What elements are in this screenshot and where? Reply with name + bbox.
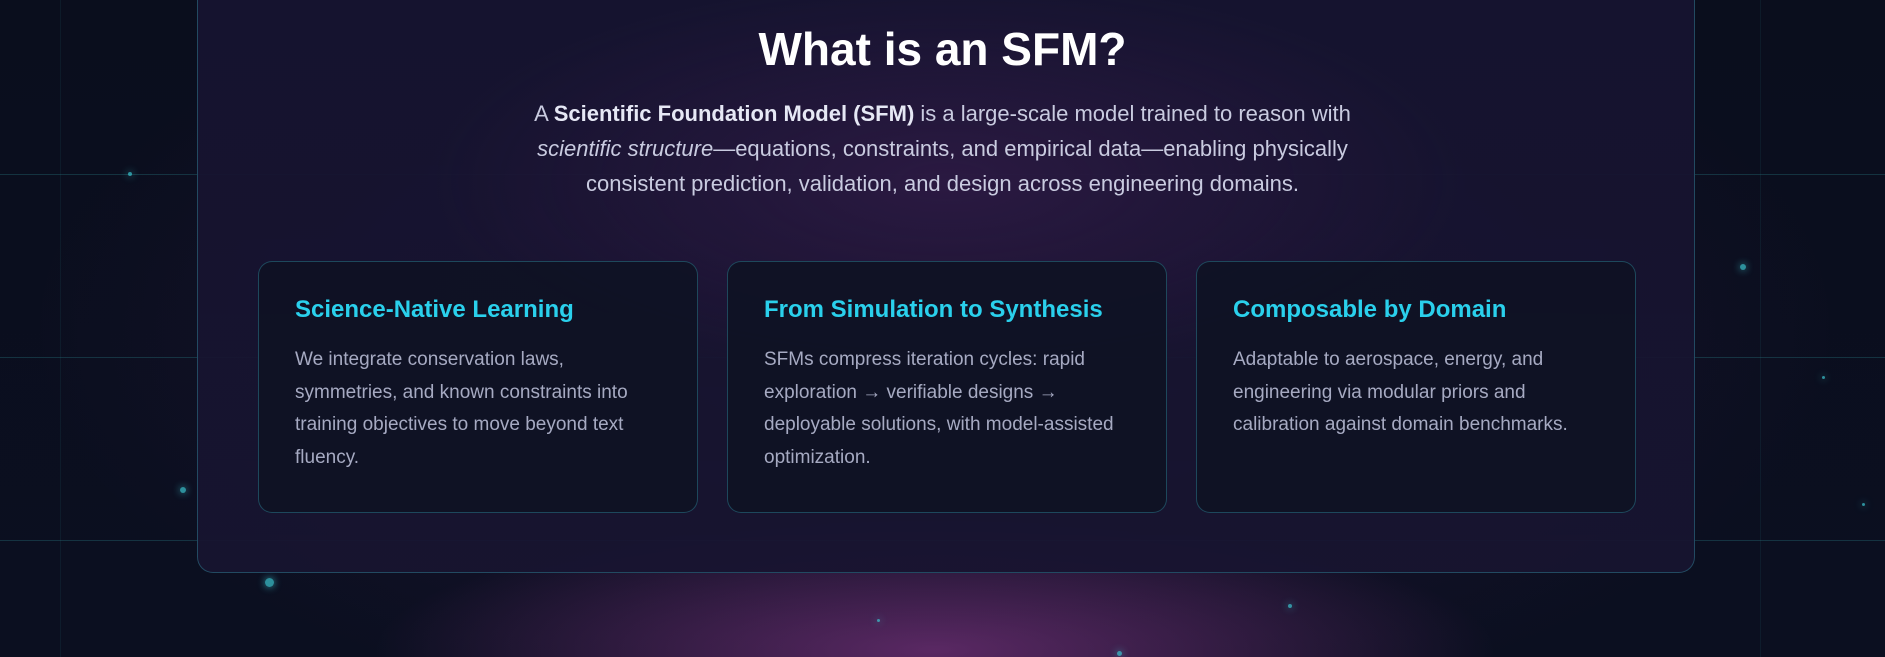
feature-card-simulation-synthesis: From Simulation to Synthesis SFMs compre… <box>727 261 1167 513</box>
network-node <box>1117 651 1122 656</box>
intro-emphasis: scientific structure <box>537 136 714 161</box>
feature-card-body: We integrate conservation laws, symmetri… <box>295 349 628 468</box>
network-node <box>180 487 186 493</box>
intro-lead: A <box>534 101 554 126</box>
feature-card-title: From Simulation to Synthesis <box>764 296 1103 323</box>
page-title: What is an SFM? <box>758 23 1127 75</box>
network-node <box>1862 503 1865 506</box>
intro-term: Scientific Foundation Model (SFM) <box>553 101 915 126</box>
feature-card-title: Composable by Domain <box>1233 296 1507 323</box>
intro-paragraph: A Scientific Foundation Model (SFM) is a… <box>490 96 1395 201</box>
feature-card-body: SFMs compress iteration cycles: rapid ex… <box>764 349 1114 468</box>
feature-card-body: Adaptable to aerospace, energy, and engi… <box>1233 349 1568 435</box>
grid-line <box>1760 0 1761 657</box>
network-node <box>265 578 274 587</box>
feature-card-title: Science-Native Learning <box>295 296 574 323</box>
intro-rest: —equations, constraints, and empirical d… <box>586 136 1348 196</box>
network-node <box>1288 604 1292 608</box>
network-node <box>877 619 880 622</box>
feature-card-science-native: Science-Native Learning We integrate con… <box>258 261 698 513</box>
intro-mid: is a large-scale model trained to reason… <box>914 101 1351 126</box>
network-node <box>128 172 132 176</box>
network-node <box>1822 376 1825 379</box>
grid-line <box>60 0 61 657</box>
feature-card-composable: Composable by Domain Adaptable to aerosp… <box>1196 261 1636 513</box>
network-node <box>1740 264 1746 270</box>
